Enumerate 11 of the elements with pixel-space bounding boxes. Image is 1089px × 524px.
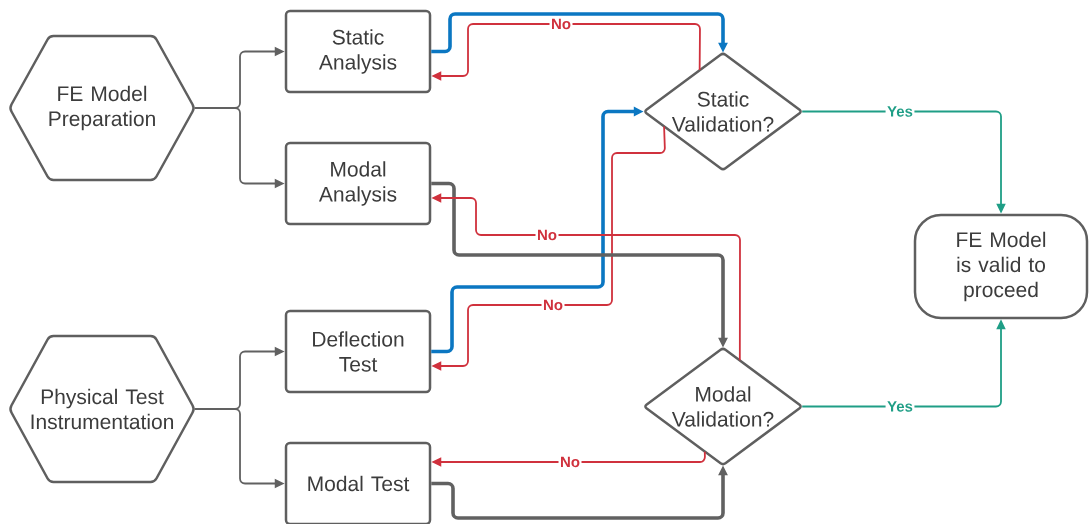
edge-label: No xyxy=(541,298,565,312)
process-box: Modal Test xyxy=(284,441,432,524)
edge-label: No xyxy=(558,455,582,469)
process-box: Static Analysis xyxy=(284,9,432,94)
edge-label: Yes xyxy=(885,104,915,119)
edge-label: No xyxy=(549,17,573,31)
process-box: Modal Analysis xyxy=(284,141,432,226)
process-box: Deflection Test xyxy=(284,309,432,394)
terminal-box: FE Model is valid to proceed xyxy=(913,213,1089,320)
edge-label: No xyxy=(535,228,559,242)
edge-label: Yes xyxy=(885,399,915,414)
